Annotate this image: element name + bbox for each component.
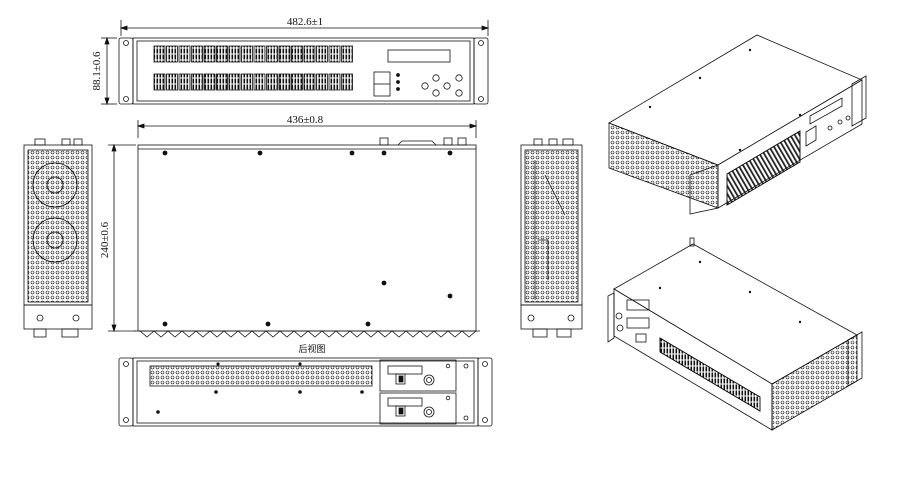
rear-right-ear xyxy=(477,357,493,427)
rear-vent xyxy=(149,365,373,387)
front-connector xyxy=(303,45,316,63)
right-side-view xyxy=(520,138,583,338)
top-cover xyxy=(137,144,477,332)
front-connector xyxy=(253,45,266,63)
front-view: 482.6±1 88.1±0.6 xyxy=(91,16,490,106)
front-connector xyxy=(241,73,253,91)
front-connector xyxy=(328,73,341,91)
front-connector xyxy=(228,45,241,63)
left-side-view xyxy=(23,138,93,338)
front-connector xyxy=(203,73,216,91)
front-connector xyxy=(303,73,316,91)
front-connector xyxy=(291,45,303,63)
front-connector xyxy=(266,73,278,91)
top-depth-dimension: 240±0.6 xyxy=(99,143,136,333)
rear-view-caption: 后视图 xyxy=(298,343,325,355)
front-connector xyxy=(241,45,253,63)
front-height-dimension: 88.1±0.6 xyxy=(91,36,117,106)
front-connector xyxy=(253,73,266,91)
front-connector xyxy=(191,45,203,63)
front-keypad xyxy=(421,74,463,97)
front-connector-row-bottom xyxy=(153,73,353,91)
front-connector xyxy=(203,45,216,63)
front-connector xyxy=(278,45,291,63)
front-connector xyxy=(291,73,303,91)
isometric-rear-view xyxy=(607,237,863,431)
front-connector xyxy=(166,73,178,91)
top-view: 436±0.8 240±0.6 后视图 xyxy=(99,114,480,355)
front-connector xyxy=(153,45,166,63)
front-connector xyxy=(266,45,278,63)
front-height-label: 88.1±0.6 xyxy=(91,51,103,91)
front-width-dimension: 482.6±1 xyxy=(119,16,490,36)
front-connector-row-top xyxy=(153,45,353,63)
front-right-ear xyxy=(473,37,489,105)
front-connector xyxy=(316,73,328,91)
front-lcd xyxy=(387,49,451,63)
front-left-ear xyxy=(118,37,134,105)
rear-left-ear xyxy=(118,357,134,427)
front-connector xyxy=(191,73,203,91)
front-connector xyxy=(341,45,353,63)
front-panel xyxy=(132,37,475,105)
front-connector xyxy=(278,73,291,91)
front-connector xyxy=(166,45,178,63)
front-connector xyxy=(216,73,228,91)
isometric-front-view xyxy=(608,34,867,215)
top-width-dimension: 436±0.8 xyxy=(136,114,478,138)
front-connector xyxy=(228,73,241,91)
front-connector xyxy=(178,73,191,91)
top-width-label: 436±0.8 xyxy=(287,114,324,126)
front-connector xyxy=(153,73,166,91)
front-width-label: 482.6±1 xyxy=(287,16,323,28)
top-depth-label: 240±0.6 xyxy=(99,221,111,258)
front-connector xyxy=(178,45,191,63)
rear-psu-bottom xyxy=(379,392,457,425)
rear-view xyxy=(118,357,493,427)
front-connector xyxy=(341,73,353,91)
front-connector xyxy=(316,45,328,63)
rear-psu-top xyxy=(379,359,457,392)
front-connector xyxy=(328,45,341,63)
front-connector xyxy=(216,45,228,63)
